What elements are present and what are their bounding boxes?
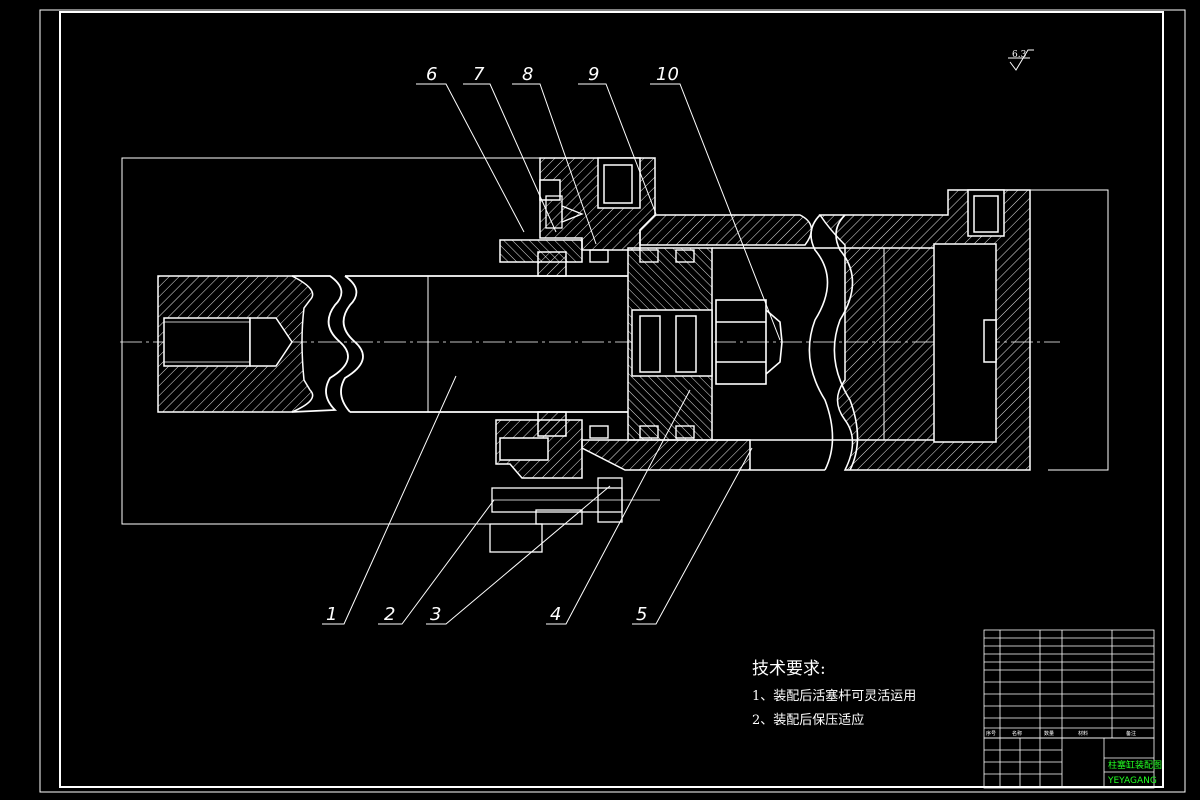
parts-header-name: 名称 — [1012, 730, 1022, 737]
piston-rod — [291, 275, 628, 413]
balloon-2: 2 — [384, 604, 395, 625]
balloon-6: 6 — [426, 64, 437, 85]
tech-req-item-1: 1、装配后活塞杆可灵活运用 — [752, 688, 916, 704]
project-title: 柱塞缸装配图 — [1108, 759, 1162, 771]
outer-frame — [39, 9, 1186, 793]
leader-lines — [322, 83, 781, 625]
seal-rings — [589, 249, 695, 439]
tech-req-heading: 技术要求: — [752, 659, 826, 679]
parts-header-notes: 备注 — [1126, 730, 1136, 737]
parts-header-material: 材料 — [1078, 730, 1088, 737]
balloon-1: 1 — [326, 604, 337, 625]
tech-req-item-2: 2、装配后保压适应 — [752, 712, 864, 728]
barrel-break-lines — [808, 214, 859, 471]
piston — [627, 247, 934, 441]
roughness-value: 6.3 — [1012, 50, 1027, 60]
balloon-9: 9 — [588, 64, 599, 85]
balloon-5: 5 — [636, 604, 647, 625]
piston-nut — [715, 299, 783, 385]
parts-header-seq: 序号 — [986, 730, 996, 737]
balloon-3: 3 — [430, 604, 441, 625]
gland — [495, 157, 656, 479]
balloon-10: 10 — [656, 64, 679, 85]
envelope-outline — [121, 157, 1109, 525]
designer-mark: YEYAGANG — [1107, 776, 1157, 786]
rod-end — [157, 275, 314, 413]
parts-header-qty: 数量 — [1044, 730, 1054, 737]
inner-frame — [59, 11, 1164, 788]
cylinder-barrel — [581, 189, 1031, 471]
parts-list-table — [983, 629, 1155, 789]
balloon-7: 7 — [473, 64, 485, 85]
balloon-8: 8 — [522, 64, 533, 85]
balloon-4: 4 — [550, 604, 561, 625]
roughness-symbol — [1008, 49, 1034, 71]
